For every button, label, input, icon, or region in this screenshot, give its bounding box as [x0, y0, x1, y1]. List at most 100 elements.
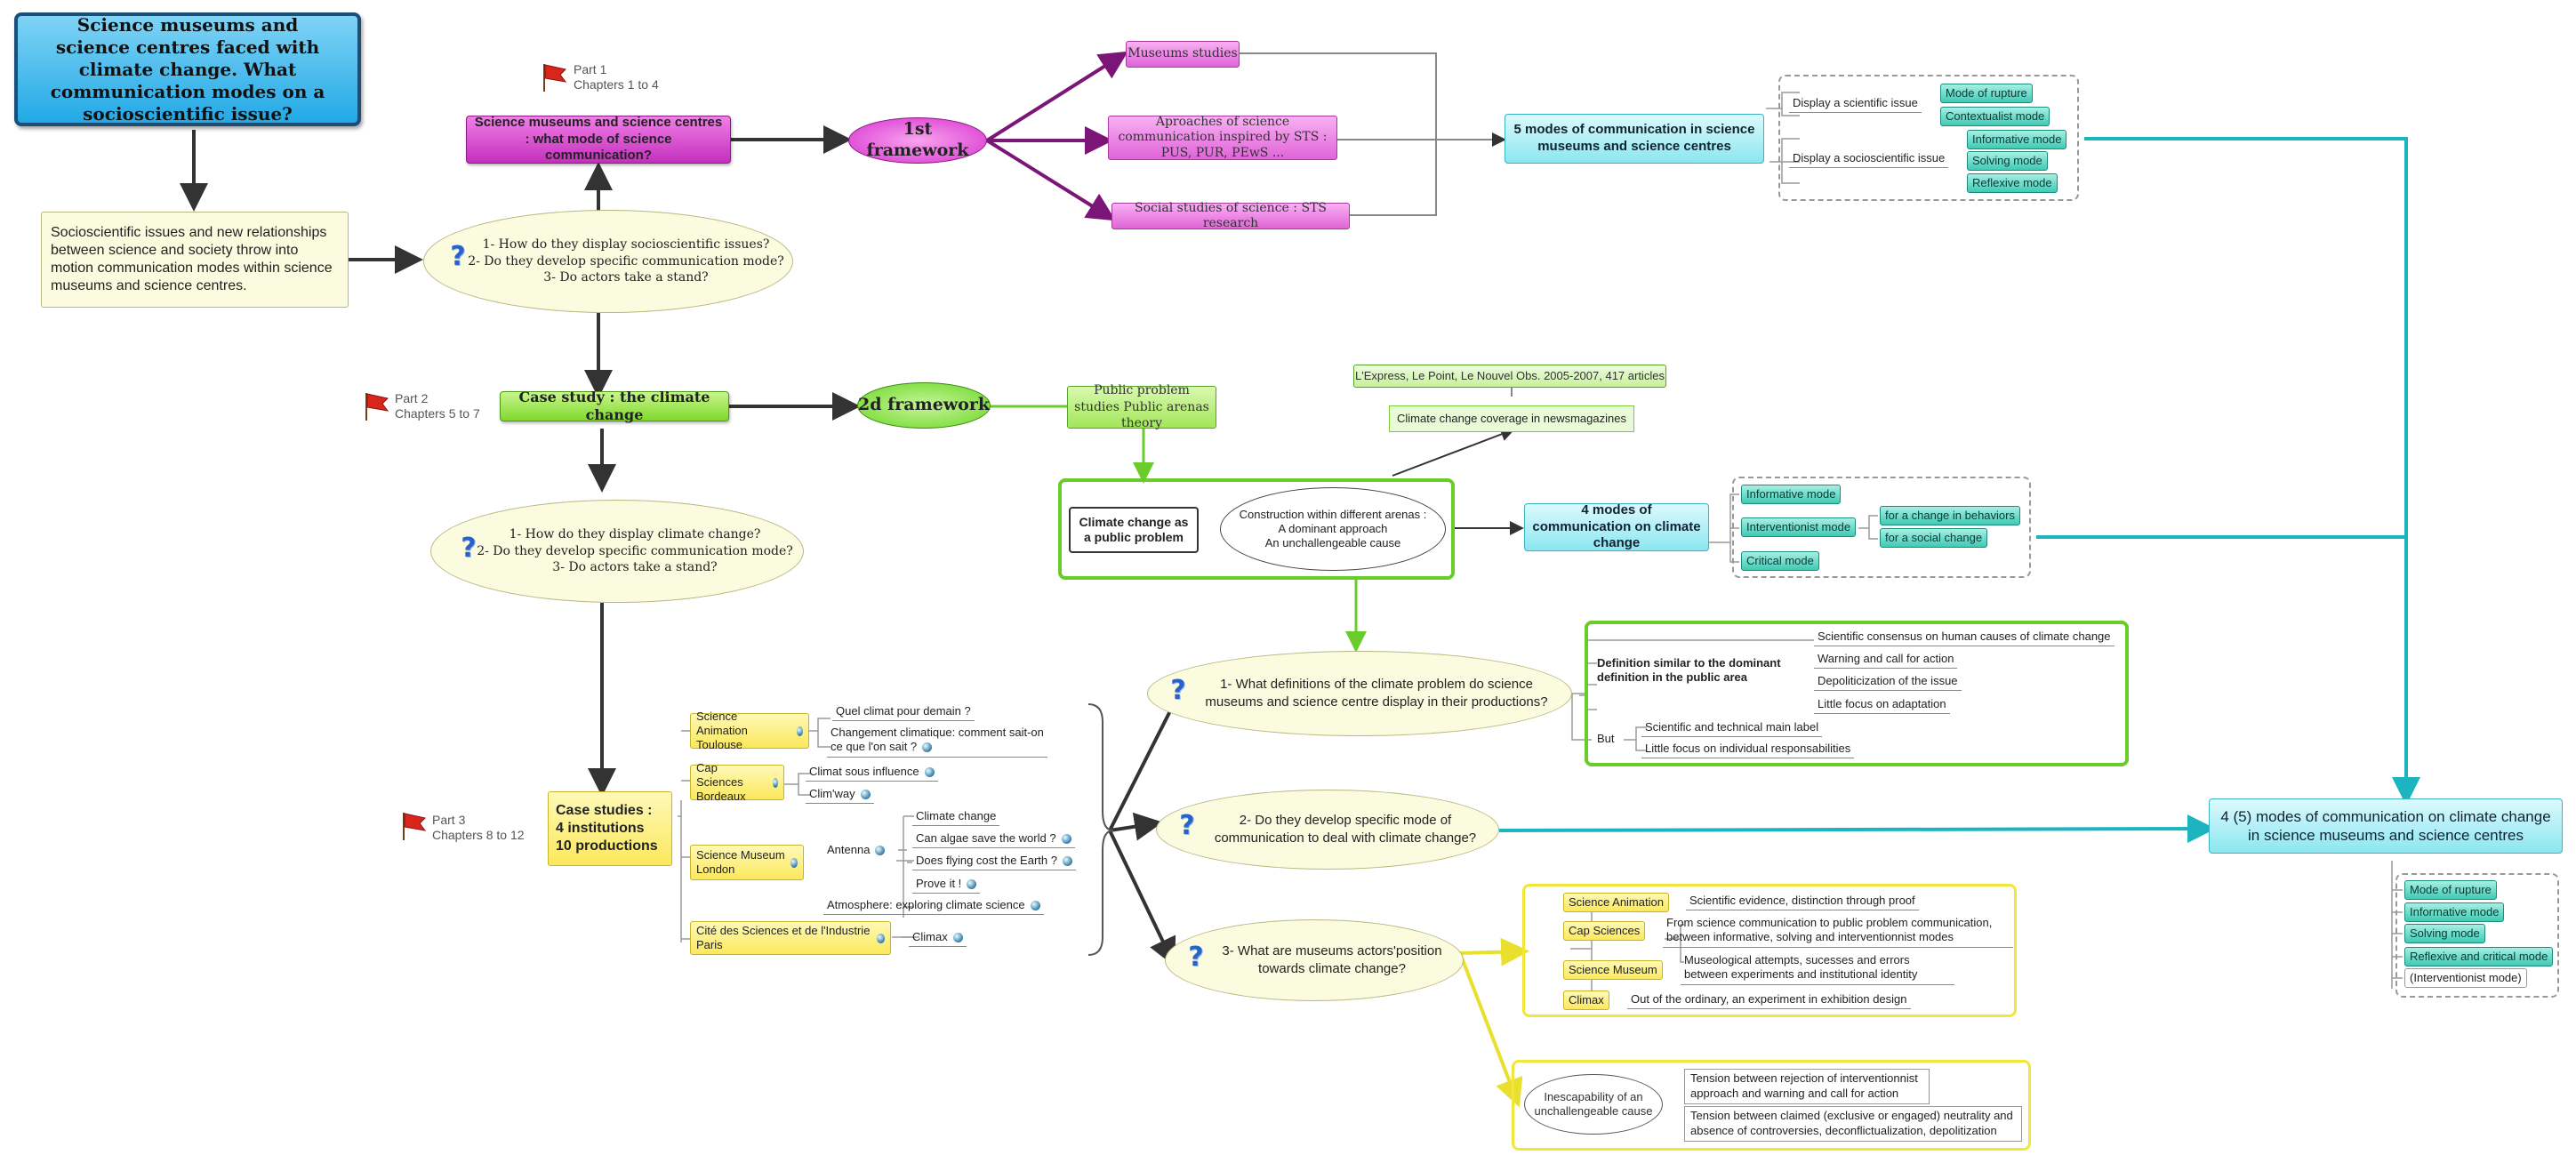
question-line: 2- Do they develop specific communicatio…	[477, 543, 793, 558]
but-item: Scientific and technical main label	[1641, 720, 1823, 738]
definition-label: Definition similar to the dominant defin…	[1597, 656, 1781, 685]
production-label: Climax	[912, 930, 948, 943]
framework2-node: 2d framework	[857, 382, 991, 429]
production-label: Clim'way	[809, 787, 855, 800]
part1-flag-icon	[541, 62, 567, 92]
positions-frame	[1522, 884, 2017, 1017]
antenna-item-label: Can algae save the world ?	[916, 831, 1056, 845]
production-label: Atmosphere: exploring climate science	[827, 898, 1025, 911]
final-mode: Informative mode	[2404, 902, 2505, 922]
institution-name: Science Animation Toulouse	[696, 709, 748, 752]
research-question-1: 1- What definitions of the climate probl…	[1147, 651, 1572, 736]
institution-name: Cité des Sciences et de l'Industrie Pari…	[696, 923, 871, 951]
question-line: 2- Do they develop specific communicatio…	[468, 253, 784, 269]
globe-icon	[860, 790, 871, 800]
institution-paris: Cité des Sciences et de l'Industrie Pari…	[690, 921, 891, 955]
questions-bubble-2: 1- How do they display climate change? 2…	[430, 500, 804, 603]
position-text: Out of the ordinary, an experiment in ex…	[1627, 992, 1911, 1010]
solving-mode: Solving mode	[1967, 151, 2048, 171]
part2-title: Part 2	[395, 391, 429, 405]
modes5-node: 5 modes of communication in science muse…	[1505, 114, 1764, 164]
final-modes-group	[2395, 873, 2559, 998]
interventionist-mode-4: Interventionist mode	[1741, 517, 1857, 537]
informative-mode: Informative mode	[1967, 130, 2067, 149]
position-inst: Science Museum	[1563, 960, 1663, 980]
definition-frame	[1585, 621, 2129, 766]
globe-icon	[790, 857, 798, 868]
coverage-node: Climate change coverage in newsmagazines	[1389, 405, 1634, 432]
reflexive-mode: Reflexive mode	[1967, 173, 2058, 193]
tensions-frame	[1512, 1060, 2031, 1151]
institution-name: Cap Sciences Bordeaux	[696, 760, 746, 804]
antenna-text: Antenna	[827, 843, 871, 856]
institution-toulouse: Science Animation Toulouse	[690, 710, 809, 751]
question-line: 3- Do actors take a stand?	[552, 560, 718, 575]
construction-line: Construction within different arenas :	[1239, 507, 1427, 521]
institution-bordeaux: Cap Sciences Bordeaux	[690, 761, 784, 803]
final-modes-node: 4 (5) modes of communication on climate …	[2209, 798, 2563, 854]
socioscientific-issue-label: Display a socioscientific issue	[1789, 151, 1949, 169]
question-mark-icon: ?	[1179, 810, 1195, 841]
case-studies-node: Case studies : 4 institutions 10 product…	[548, 791, 672, 866]
part3-title: Part 3	[432, 813, 466, 827]
globe-icon	[922, 742, 933, 753]
critical-mode-4: Critical mode	[1741, 551, 1819, 571]
sts-research-node: Social studies of science : STS research	[1111, 201, 1350, 230]
public-problem-node: Public problem studies Public arenas the…	[1067, 383, 1216, 430]
globe-icon	[876, 933, 885, 943]
modes4-node: 4 modes of communication on climate chan…	[1524, 502, 1709, 551]
position-text: From science communication to public pro…	[1663, 916, 2013, 948]
informative-mode-4: Informative mode	[1741, 485, 1842, 504]
question-mark-icon: ?	[1170, 675, 1186, 706]
position-inst: Science Animation	[1563, 893, 1669, 912]
mode-of-rupture: Mode of rupture	[1940, 84, 2033, 103]
part1-chapters: Chapters 1 to 4	[574, 77, 659, 92]
antenna-label: Antenna	[827, 843, 886, 857]
institution-london: Science Museum London	[690, 845, 804, 880]
definition-item: Warning and call for action	[1814, 652, 1958, 670]
production-label: Changement climatique: comment sait-on c…	[831, 726, 1044, 754]
scientific-issue-label: Display a scientific issue	[1789, 96, 1922, 114]
press-node: L'Express, Le Point, Le Nouvel Obs. 2005…	[1353, 365, 1666, 388]
position-inst: Climax	[1563, 991, 1609, 1010]
part3-chapters: Chapters 8 to 12	[432, 828, 525, 842]
definition-item: Depoliticization of the issue	[1814, 674, 1962, 692]
final-mode: Solving mode	[2404, 924, 2485, 943]
part2-flag-icon	[363, 391, 389, 421]
construction-line: A dominant approach	[1278, 521, 1388, 535]
antenna-item: Climate change	[912, 809, 1000, 827]
construction-node: Construction within different arenas : A…	[1220, 487, 1446, 571]
case-studies-line: 10 productions	[556, 838, 658, 854]
question-mark-icon: ?	[1188, 942, 1204, 973]
change-in-behaviors: for a change in behaviors	[1880, 506, 2020, 525]
definition-item: Little focus on adaptation	[1814, 697, 1950, 715]
globe-icon	[875, 846, 886, 856]
antenna-item-label: Prove it !	[916, 877, 962, 890]
antenna-item-label: Does flying cost the Earth ?	[916, 854, 1057, 867]
climate-public-problem-node: Climate change as a public problem	[1069, 507, 1199, 553]
institution-name: Science Museum London	[696, 847, 785, 876]
position-inst: Cap Sciences	[1563, 921, 1646, 941]
globe-icon	[952, 933, 963, 943]
social-change: for a social change	[1880, 528, 1988, 548]
production-item: Changement climatique: comment sait-on c…	[827, 726, 1047, 758]
production-label: Climat sous influence	[809, 765, 919, 778]
production-item: Atmosphere: exploring climate science	[823, 898, 1044, 916]
globe-icon	[1030, 901, 1040, 911]
globe-icon	[772, 777, 778, 788]
part3-flag-icon	[400, 811, 427, 841]
research-question-3: 3- What are museums actors'position towa…	[1165, 919, 1464, 1001]
globe-icon	[967, 879, 977, 890]
modes5-group	[1778, 75, 2079, 201]
main-question-node: Science museums and science centres : wh…	[466, 115, 731, 164]
final-mode-optional: (Interventionist mode)	[2404, 968, 2527, 988]
production-item: Climax	[909, 930, 967, 948]
modes4-group	[1732, 477, 2031, 578]
framework1-node: 1st framework	[848, 117, 987, 164]
but-item: Little focus on individual responsabilit…	[1641, 742, 1855, 759]
intro-box: Socioscientific issues and new relations…	[41, 212, 349, 308]
position-text: Scientific evidence, distinction through…	[1686, 894, 1919, 911]
production-item: Clim'way	[806, 787, 874, 805]
construction-line: An unchallengeable cause	[1264, 536, 1401, 550]
